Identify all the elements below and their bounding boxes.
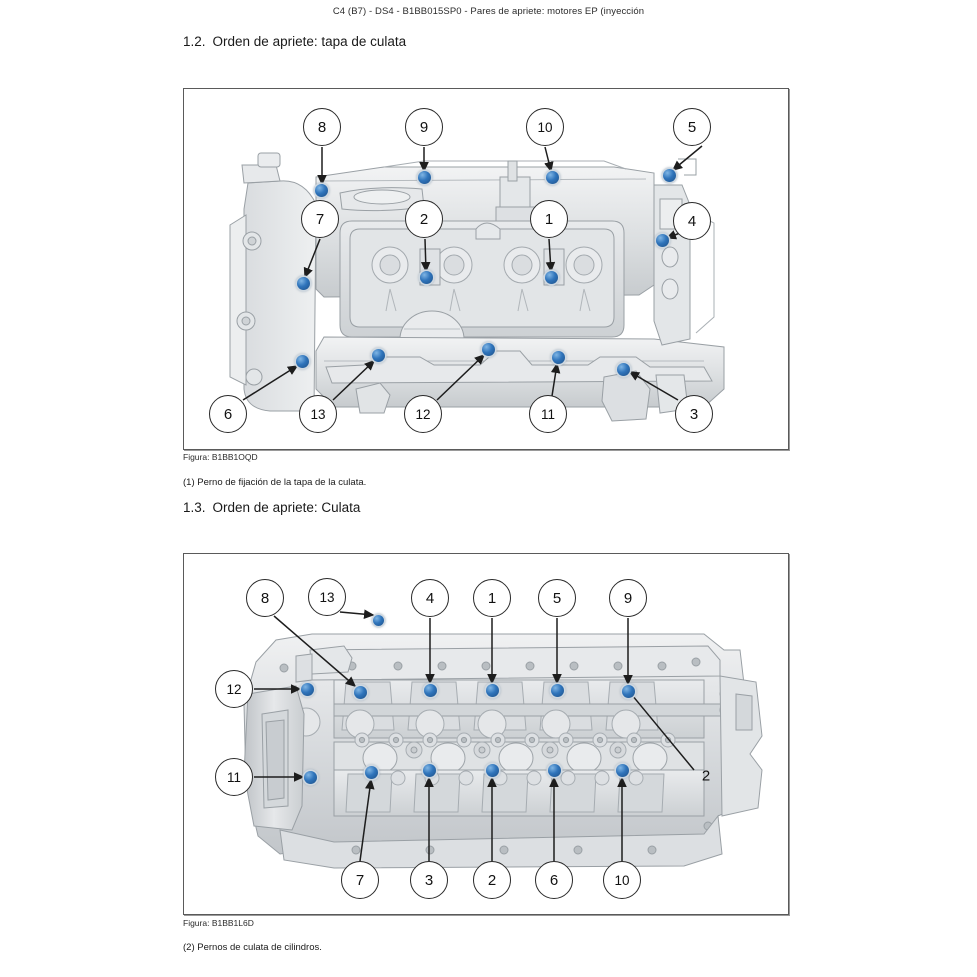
figure1-note: (1) Perno de fijación de la tapa de la c… bbox=[183, 477, 367, 488]
callout-12[interactable]: 12 bbox=[404, 395, 442, 433]
bolt-marker bbox=[544, 270, 558, 284]
bolt-marker bbox=[371, 348, 385, 362]
figure2-note: (2) Pernos de culata de cilindros. bbox=[183, 942, 322, 953]
bolt-marker bbox=[655, 233, 669, 247]
callout-6[interactable]: 6 bbox=[209, 395, 247, 433]
bolt-marker bbox=[296, 276, 310, 290]
bolt-marker bbox=[417, 170, 431, 184]
callout-5[interactable]: 5 bbox=[538, 579, 576, 617]
engine-illustration-cylinder-head bbox=[243, 633, 763, 869]
callout-2[interactable]: 2 bbox=[405, 200, 443, 238]
bolt-marker bbox=[615, 763, 629, 777]
callout-9[interactable]: 9 bbox=[609, 579, 647, 617]
callout-11[interactable]: 11 bbox=[215, 758, 253, 796]
callout-7[interactable]: 7 bbox=[301, 200, 339, 238]
bolt-marker bbox=[314, 183, 328, 197]
callout-7[interactable]: 7 bbox=[341, 861, 379, 899]
callout-13[interactable]: 13 bbox=[308, 578, 346, 616]
bolt-marker bbox=[423, 683, 437, 697]
bolt-marker bbox=[300, 682, 314, 696]
bolt-marker bbox=[372, 614, 384, 626]
bolt-marker bbox=[550, 683, 564, 697]
document-header: C4 (B7) - DS4 - B1BB015SP0 - Pares de ap… bbox=[332, 6, 645, 17]
callout-9[interactable]: 9 bbox=[405, 108, 443, 146]
bolt-marker bbox=[485, 763, 499, 777]
callout-6[interactable]: 6 bbox=[535, 861, 573, 899]
callout-3[interactable]: 3 bbox=[410, 861, 448, 899]
bolt-marker bbox=[547, 763, 561, 777]
bolt-marker bbox=[481, 342, 495, 356]
callout-5[interactable]: 5 bbox=[673, 108, 711, 146]
callout-1[interactable]: 1 bbox=[530, 200, 568, 238]
callout-13[interactable]: 13 bbox=[299, 395, 337, 433]
section-heading-1-3: 1.3. Orden de apriete: Culata bbox=[183, 500, 360, 515]
bolt-marker bbox=[485, 683, 499, 697]
bolt-marker bbox=[616, 362, 630, 376]
bolt-marker bbox=[551, 350, 565, 364]
bolt-marker bbox=[295, 354, 309, 368]
callout-10[interactable]: 10 bbox=[526, 108, 564, 146]
callout-3[interactable]: 3 bbox=[675, 395, 713, 433]
bolt-marker bbox=[353, 685, 367, 699]
bolt-marker bbox=[621, 684, 635, 698]
bolt-marker bbox=[303, 770, 317, 784]
callout-8[interactable]: 8 bbox=[303, 108, 341, 146]
bolt-marker bbox=[364, 765, 378, 779]
figure2-plain-label-2: 2 bbox=[701, 767, 711, 785]
callout-8[interactable]: 8 bbox=[246, 579, 284, 617]
bolt-marker bbox=[545, 170, 559, 184]
callout-10[interactable]: 10 bbox=[603, 861, 641, 899]
callout-4[interactable]: 4 bbox=[411, 579, 449, 617]
bolt-marker bbox=[662, 168, 676, 182]
callout-2[interactable]: 2 bbox=[473, 861, 511, 899]
section-title: Orden de apriete: tapa de culata bbox=[212, 34, 407, 49]
bolt-marker bbox=[419, 270, 433, 284]
bolt-marker bbox=[422, 763, 436, 777]
figure1-caption: Figura: B1BB1OQD bbox=[183, 452, 258, 462]
callout-1[interactable]: 1 bbox=[473, 579, 511, 617]
section-title: Orden de apriete: Culata bbox=[212, 500, 361, 515]
figure2-caption: Figura: B1BB1L6D bbox=[183, 918, 254, 928]
section-number: 1.3. bbox=[183, 500, 206, 515]
section-number: 1.2. bbox=[183, 34, 206, 49]
callout-11[interactable]: 11 bbox=[529, 395, 567, 433]
section-heading-1-2: 1.2. Orden de apriete: tapa de culata bbox=[183, 34, 406, 49]
callout-12[interactable]: 12 bbox=[215, 670, 253, 708]
callout-4[interactable]: 4 bbox=[673, 202, 711, 240]
